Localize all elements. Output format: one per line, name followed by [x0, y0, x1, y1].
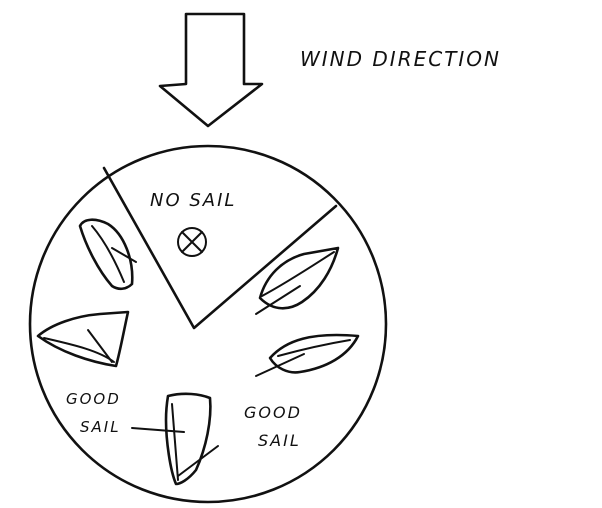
circled-x-icon: [178, 228, 206, 256]
wind-direction-label: WIND DIRECTION: [300, 47, 501, 71]
good-sail-label-left-line1: GOOD: [66, 390, 121, 408]
good-sail-label-left-line2: SAIL: [80, 418, 121, 436]
boat-upper-left: [80, 220, 136, 289]
boat-right: [256, 335, 358, 376]
boat-bottom: [132, 394, 218, 484]
good-sail-label-right-line1: GOOD: [244, 403, 302, 422]
wind-arrow-icon: [160, 14, 262, 126]
boat-upper-right: [256, 248, 338, 314]
no-sail-label: NO SAIL: [150, 190, 236, 211]
good-sail-label-right-line2: SAIL: [258, 431, 301, 450]
boat-left: [38, 312, 128, 366]
